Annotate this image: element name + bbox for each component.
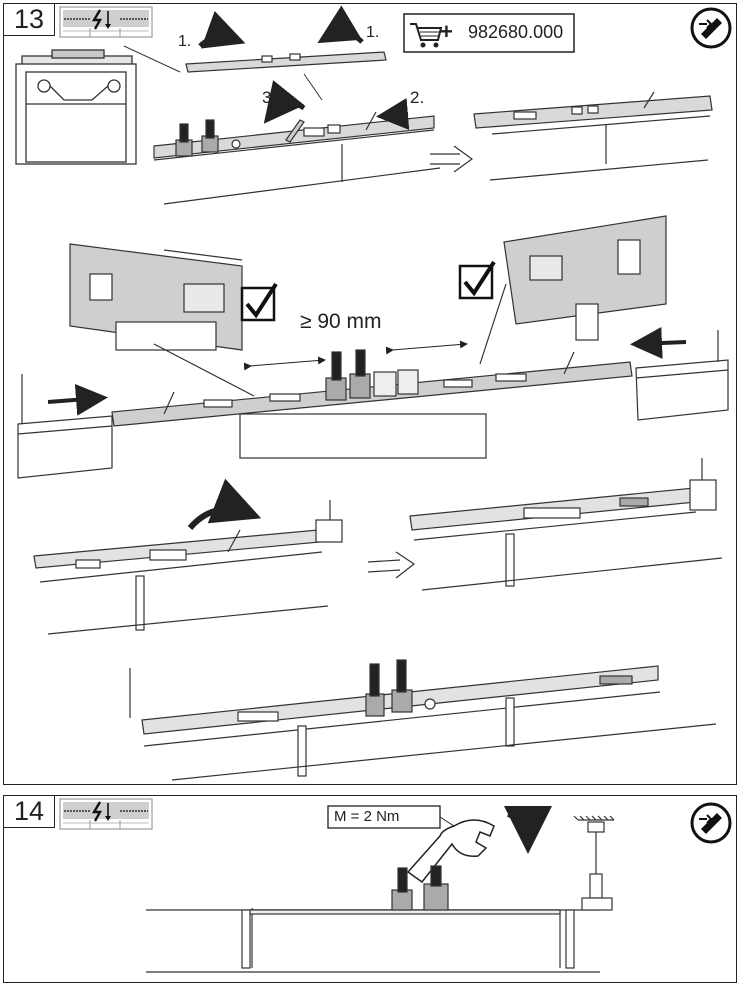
torque-label: M = 2 Nm bbox=[334, 808, 400, 825]
rail-assembled bbox=[473, 91, 713, 181]
profile-cross-section bbox=[15, 49, 137, 165]
luminaire-right bbox=[635, 330, 729, 421]
power-off-warning-icon bbox=[59, 798, 153, 830]
step-label-3: 3. bbox=[262, 88, 277, 107]
screwdriver-tool-icon bbox=[690, 802, 732, 844]
luminaire-left bbox=[17, 374, 113, 479]
next-arrow bbox=[430, 145, 474, 173]
luminaire-body bbox=[146, 908, 600, 973]
rail-final bbox=[129, 659, 717, 781]
rail-center-joined bbox=[111, 349, 633, 459]
clip-cover-piece bbox=[185, 51, 387, 73]
step-number: 13 bbox=[3, 3, 55, 36]
screwdriver-tool-icon bbox=[690, 7, 732, 49]
step-label-1b: 1. bbox=[366, 24, 380, 41]
cable-glands bbox=[391, 865, 449, 911]
step-14-illustration bbox=[59, 798, 732, 973]
detail-zoom-left bbox=[69, 243, 255, 397]
power-off-warning-icon bbox=[59, 6, 153, 38]
shopping-cart-icon bbox=[403, 13, 575, 53]
step-number: 14 bbox=[3, 795, 55, 828]
step-label-1: 1. bbox=[178, 33, 192, 50]
order-plus: + bbox=[440, 19, 453, 44]
distance-dimension bbox=[243, 340, 468, 371]
order-code: 982680.000 bbox=[468, 22, 564, 42]
wrench-icon bbox=[406, 819, 495, 884]
check-icon bbox=[240, 282, 278, 322]
check-icon bbox=[458, 260, 496, 300]
rail-closing bbox=[33, 500, 343, 635]
step-label-2: 2. bbox=[410, 88, 425, 107]
distance-label: ≥ 90 mm bbox=[300, 310, 382, 333]
step-13-panel: 13 bbox=[3, 3, 737, 785]
step-14-panel: 14 bbox=[3, 795, 737, 983]
ceiling-suspension bbox=[573, 815, 615, 911]
rail-closed bbox=[409, 458, 723, 591]
next-arrow bbox=[367, 551, 416, 579]
step-13-illustration bbox=[15, 5, 732, 781]
detail-zoom-right bbox=[479, 215, 667, 365]
rail-with-glands bbox=[153, 111, 441, 205]
